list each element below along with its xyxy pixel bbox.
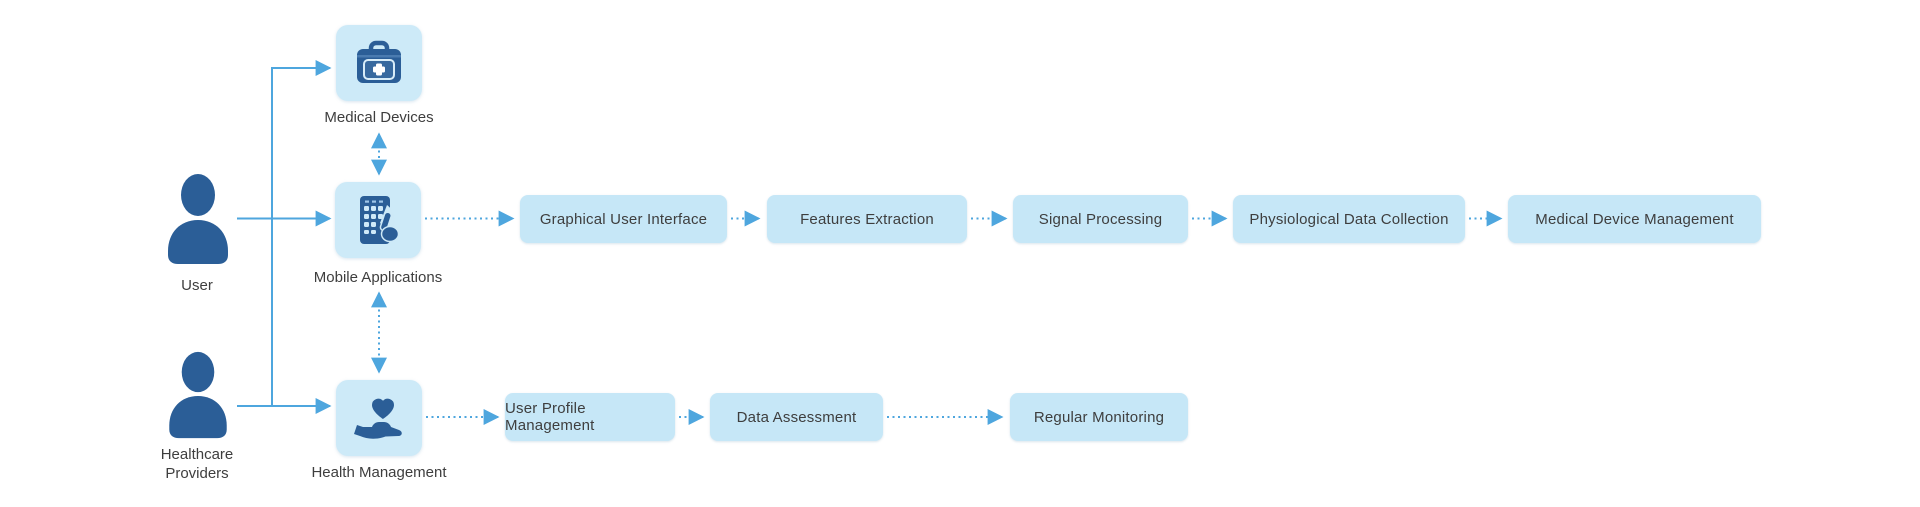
first-aid-kit-icon xyxy=(357,40,401,83)
mobile-app-icon xyxy=(360,196,400,244)
healthcare-providers-person-icon xyxy=(163,350,233,440)
user-label: User xyxy=(181,277,213,294)
flow-box-features-extraction: Features Extraction xyxy=(767,195,967,243)
healthcare-providers-label: Healthcare Providers xyxy=(160,446,234,482)
flow-box-physiological-data-collection: Physiological Data Collection xyxy=(1233,195,1465,243)
node-medical-devices xyxy=(336,25,422,101)
flow-box-user-profile-management: User Profile Management xyxy=(505,393,675,441)
node-mobile-applications xyxy=(335,182,421,258)
medical-devices-label: Medical Devices xyxy=(324,109,434,126)
flow-box-data-assessment: Data Assessment xyxy=(710,393,883,441)
flow-box-signal-processing: Signal Processing xyxy=(1013,195,1188,243)
hand-heart-icon xyxy=(354,398,402,439)
health-management-label: Health Management xyxy=(311,464,447,481)
flow-box-graphical-user-interface: Graphical User Interface xyxy=(520,195,727,243)
flow-box-regular-monitoring: Regular Monitoring xyxy=(1010,393,1188,441)
node-health-management xyxy=(336,380,422,456)
mobile-applications-label: Mobile Applications xyxy=(313,269,443,286)
user-person-icon xyxy=(163,172,233,266)
flow-box-medical-device-management: Medical Device Management xyxy=(1508,195,1761,243)
